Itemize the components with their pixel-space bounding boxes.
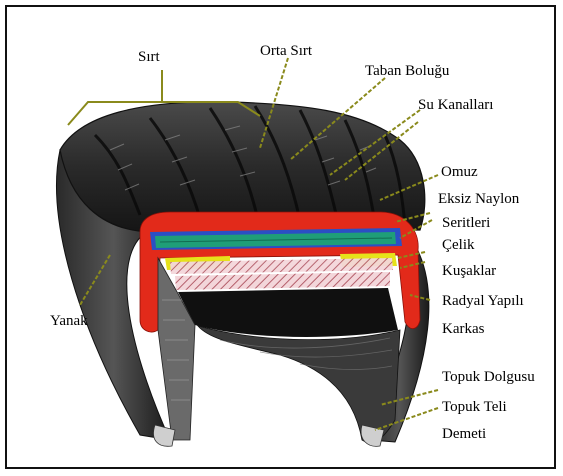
label-yanak: Yanak: [50, 312, 88, 330]
label-su-kanallari: Su Kanalları: [418, 96, 493, 114]
label-orta-sirt: Orta Sırt: [260, 42, 312, 60]
label-kusaklar: Kuşaklar: [442, 262, 496, 280]
label-demeti: Demeti: [442, 425, 486, 443]
label-seritleri: Seritleri: [442, 214, 490, 232]
belt-hatched-2: [175, 272, 390, 290]
label-omuz: Omuz: [441, 163, 478, 181]
label-topuk-dolgusu: Topuk Dolgusu: [442, 368, 535, 386]
label-topuk-teli: Topuk Teli: [442, 398, 507, 416]
label-taban-bolugu: Taban Boluğu: [365, 62, 449, 80]
label-karkas: Karkas: [442, 320, 484, 338]
label-radyal-yapili: Radyal Yapılı: [442, 292, 524, 310]
label-celik: Çelik: [442, 236, 475, 254]
label-sirt: Sırt: [138, 48, 160, 66]
carcass-right-sweep: [198, 326, 400, 443]
label-eksiz-naylon: Eksiz Naylon: [438, 190, 519, 208]
